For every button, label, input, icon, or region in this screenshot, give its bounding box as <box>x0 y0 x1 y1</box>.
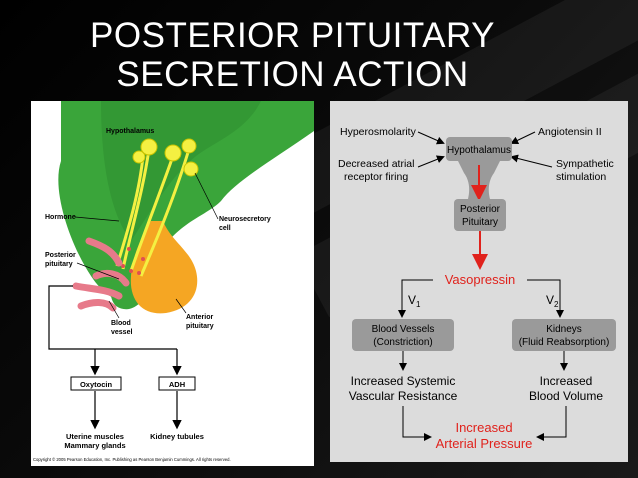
receptor-firing-label: receptor firing <box>344 171 408 183</box>
uterine-label: Uterine muscles <box>66 432 124 441</box>
blood-vessels <box>72 237 130 312</box>
label-neurosecretory: Neurosecretory <box>219 216 271 223</box>
sympathetic-label: Sympathetic <box>556 158 614 170</box>
increased-pressure-label: Increased <box>455 420 512 435</box>
kidneys-label: Kidneys <box>546 324 582 335</box>
kidney-tubules-label: Kidney tubules <box>150 432 204 441</box>
increased-systemic-label: Increased Systemic <box>351 374 456 388</box>
label-anterior-pituitary: pituitary <box>186 323 214 330</box>
vascular-resistance-label: Vascular Resistance <box>349 389 458 403</box>
oxytocin-box <box>70 376 122 391</box>
oxytocin-label: Oxytocin <box>80 380 113 389</box>
anatomy-svg: Hypothalamus Hormone Neurosecretory cell… <box>33 101 315 462</box>
label-anterior: Anterior <box>186 314 214 321</box>
hypothalamus-box <box>446 137 512 161</box>
increased-label: Increased <box>540 374 593 388</box>
anterior-pituitary-shape <box>130 221 198 314</box>
stimulation-label: stimulation <box>556 171 606 183</box>
label-blood: Blood <box>111 320 131 327</box>
hyperosmolarity-label: Hyperosmolarity <box>340 126 417 138</box>
label-hypothalamus: Hypothalamus <box>106 128 154 135</box>
blood-vessels-label: Blood Vessels <box>372 324 435 335</box>
flowchart-svg: Hyperosmolarity Angiotensin II Decreased… <box>338 126 616 451</box>
label-neurosecretory-cell: cell <box>219 225 231 232</box>
title-line-1: POSTERIOR PITUITARY <box>90 16 495 55</box>
v1-label: V1 <box>408 293 421 309</box>
vasopressin-flowchart: Hyperosmolarity Angiotensin II Decreased… <box>330 101 628 462</box>
v2-label: V2 <box>546 293 559 309</box>
adh-label: ADH <box>169 380 185 389</box>
title-line-2: SECRETION ACTION <box>116 55 469 94</box>
kidneys-box <box>512 319 616 351</box>
blood-volume-label: Blood Volume <box>529 389 603 403</box>
vasopressin-label: Vasopressin <box>445 272 516 287</box>
constriction-label: (Constriction) <box>373 337 432 348</box>
label-hormone: Hormone <box>45 214 76 221</box>
arterial-pressure-label: Arterial Pressure <box>436 436 533 451</box>
posterior-pituitary-box <box>454 199 506 231</box>
mammary-label: Mammary glands <box>64 441 125 450</box>
adh-box <box>158 376 196 391</box>
posterior-box-label: Posterior <box>460 204 501 215</box>
label-blood-vessel: vessel <box>111 329 132 336</box>
label-posterior-pituitary: pituitary <box>45 261 73 268</box>
label-posterior: Posterior <box>45 252 76 259</box>
angiotensin-label: Angiotensin II <box>538 126 602 138</box>
anatomy-figure: Hypothalamus Hormone Neurosecretory cell… <box>31 101 315 466</box>
slide-title: POSTERIOR PITUITARY SECRETION ACTION <box>0 16 585 94</box>
neurosecretory-cells <box>115 148 191 277</box>
hypothalamus-box-label: Hypothalamus <box>447 145 511 156</box>
fluid-reabsorption-label: (Fluid Reabsorption) <box>519 337 610 348</box>
blood-vessels-box <box>352 319 454 351</box>
copyright: Copyright © 2005 Pearson Education, Inc.… <box>33 457 231 462</box>
pituitary-box-label: Pituitary <box>462 217 498 228</box>
decreased-atrial-label: Decreased atrial <box>338 158 414 170</box>
